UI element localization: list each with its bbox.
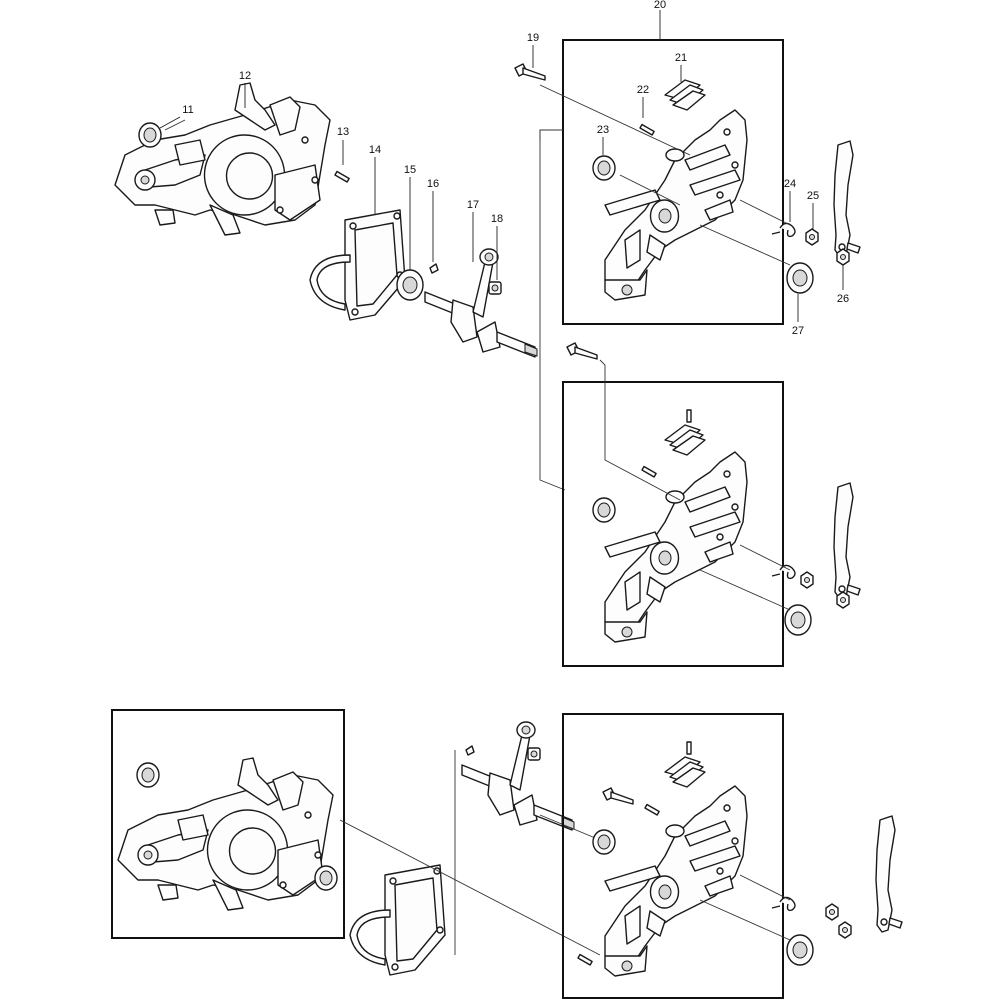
lever-arm-bottom — [875, 815, 903, 933]
clip-21 — [664, 79, 706, 111]
nut — [838, 921, 852, 939]
callout-22: 22 — [637, 84, 649, 96]
pin — [686, 741, 692, 755]
crankcase-assembly-top — [114, 82, 538, 358]
leader-line — [599, 359, 681, 501]
seal — [592, 829, 616, 855]
callout-12: 12 — [239, 70, 251, 82]
callout-27: 27 — [792, 325, 804, 337]
leader-line — [699, 899, 791, 941]
assembly-frame-middle — [562, 381, 784, 667]
leader-line — [699, 224, 791, 266]
pin — [644, 803, 660, 816]
seal-11 — [138, 122, 162, 148]
leader-line — [539, 129, 563, 140]
crankshaft-17 — [424, 248, 538, 358]
chain-side-housing — [604, 785, 748, 977]
seal — [592, 497, 616, 523]
leader-line — [164, 119, 186, 131]
washer — [800, 571, 814, 589]
gasket-14 — [309, 209, 406, 321]
key-16 — [429, 263, 439, 274]
crankcase-half — [114, 82, 331, 236]
pin-13 — [334, 170, 350, 183]
bolt — [566, 342, 598, 360]
chain-side-housing — [604, 109, 748, 301]
callout-15: 15 — [404, 164, 416, 176]
nut — [836, 591, 850, 609]
assembly-frame-bottom-right — [562, 713, 784, 999]
callout-25: 25 — [807, 190, 819, 202]
lever-arm-top — [833, 140, 861, 258]
chain-side-housing — [604, 451, 748, 643]
lever-arm-middle — [833, 482, 861, 600]
housing-assembly-20 — [592, 79, 748, 301]
callout-19: 19 — [527, 32, 539, 44]
seal — [314, 865, 338, 891]
crankcase-assembly-bottom — [117, 757, 338, 911]
leader-line — [539, 814, 601, 841]
callout-24: 24 — [784, 178, 796, 190]
bolt — [602, 787, 634, 805]
bearing-15 — [396, 269, 424, 301]
clip — [664, 756, 706, 788]
seal-23 — [592, 155, 616, 181]
leader-line — [699, 569, 791, 611]
seal — [786, 934, 814, 966]
leader-line — [339, 819, 601, 956]
washer-25 — [805, 228, 819, 246]
callout-20: 20 — [654, 0, 666, 11]
assembly-frame-20 — [562, 39, 784, 325]
housing-assembly-bottom — [592, 741, 748, 977]
nut-26 — [836, 248, 850, 266]
pin-22 — [639, 123, 655, 136]
pin — [577, 953, 593, 966]
leader-line — [539, 84, 691, 156]
needle-bearing — [527, 747, 541, 761]
bolt-19 — [514, 63, 546, 81]
callout-18: 18 — [491, 213, 503, 225]
gasket — [349, 864, 446, 976]
callout-23: 23 — [597, 124, 609, 136]
callout-labels: 20 11 12 13 14 15 16 17 18 19 21 22 23 2… — [159, 0, 849, 337]
needle-bearing-18 — [488, 281, 502, 295]
leader-line — [619, 174, 681, 206]
assembly-frame-bottom-left — [111, 709, 345, 939]
callout-leader-11 — [159, 116, 181, 129]
key — [465, 745, 475, 756]
leader-line — [539, 130, 566, 491]
callout-16: 16 — [427, 178, 439, 190]
callout-14: 14 — [369, 144, 381, 156]
crankshaft — [461, 721, 575, 831]
leader-line — [739, 199, 791, 226]
callout-26: 26 — [837, 293, 849, 305]
leader-line — [739, 544, 791, 571]
seal — [136, 762, 160, 788]
leader-line — [739, 874, 791, 901]
pin — [686, 409, 692, 423]
callout-13: 13 — [337, 126, 349, 138]
washer — [825, 903, 839, 921]
seal-27 — [786, 262, 814, 294]
callout-21: 21 — [675, 52, 687, 64]
clip — [664, 424, 706, 456]
pin — [641, 465, 657, 478]
housing-assembly-middle — [592, 409, 748, 643]
callout-17: 17 — [467, 199, 479, 211]
callout-11: 11 — [182, 104, 193, 116]
